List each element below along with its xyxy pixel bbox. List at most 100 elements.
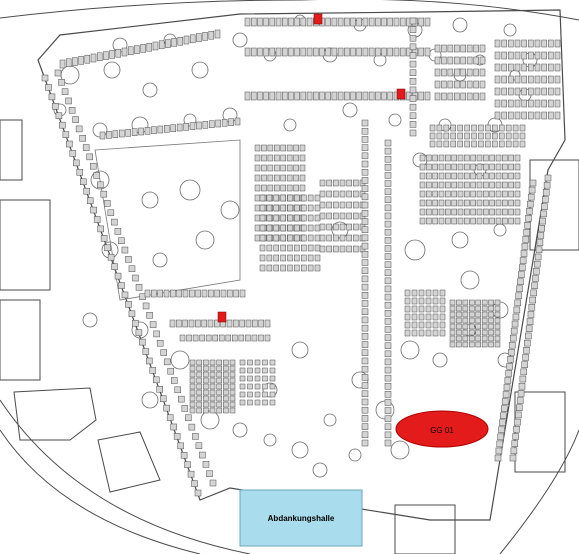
grave-plot bbox=[215, 119, 221, 128]
grave-plot bbox=[501, 87, 507, 96]
grave-plot bbox=[209, 395, 216, 402]
grave-plot bbox=[178, 395, 185, 403]
grave-plot bbox=[261, 144, 267, 152]
grave-plot bbox=[548, 87, 554, 96]
grave-plot bbox=[319, 234, 326, 242]
grave-plot bbox=[313, 47, 319, 57]
grave-plot bbox=[267, 164, 274, 172]
grave-plot bbox=[492, 124, 498, 132]
grave-plot bbox=[457, 181, 464, 189]
grave-field-gg01[interactable]: GG 01 bbox=[395, 410, 489, 448]
grave-plot bbox=[501, 405, 508, 412]
grave-plot bbox=[438, 181, 445, 189]
grave-plot bbox=[514, 208, 521, 216]
grave-plot bbox=[68, 107, 76, 114]
grave-plot bbox=[229, 365, 236, 372]
grave-plot bbox=[361, 234, 369, 242]
grave-plot bbox=[439, 297, 446, 305]
grave-plot bbox=[519, 375, 527, 383]
grave-plot bbox=[508, 87, 514, 96]
grave-plot bbox=[274, 154, 280, 162]
grave-plot bbox=[544, 174, 552, 182]
grave-plot bbox=[346, 223, 352, 231]
grave-plot bbox=[300, 47, 307, 57]
grave-plot bbox=[254, 399, 261, 406]
grave-plot bbox=[494, 299, 501, 306]
grave-plot bbox=[153, 376, 160, 384]
grave-plot bbox=[269, 47, 276, 57]
grave-plot bbox=[293, 184, 299, 192]
grave-plot bbox=[118, 282, 125, 289]
grave-plot bbox=[514, 163, 521, 171]
grave-plot bbox=[554, 51, 561, 60]
grave-plot bbox=[274, 144, 280, 152]
grave-plot bbox=[502, 181, 508, 189]
grave-plot bbox=[209, 359, 216, 366]
grave-plot bbox=[140, 44, 146, 53]
grave-plot bbox=[247, 359, 253, 366]
tree-symbol bbox=[400, 340, 420, 360]
grave-plot bbox=[90, 206, 97, 214]
grave-plot bbox=[368, 47, 375, 57]
grave-plot bbox=[214, 319, 220, 328]
grave-plot bbox=[516, 285, 523, 293]
grave-plot bbox=[79, 134, 86, 142]
grave-plot bbox=[481, 341, 488, 348]
tree-symbol bbox=[103, 61, 121, 79]
cemetery-boundary bbox=[37, 9, 566, 521]
grave-plot bbox=[205, 334, 212, 342]
grave-plot bbox=[384, 188, 392, 195]
grave-plot bbox=[501, 398, 509, 405]
grave-plot bbox=[361, 341, 369, 348]
grave-plot bbox=[142, 302, 150, 310]
grave-plot bbox=[514, 190, 521, 198]
grave-plot bbox=[512, 140, 519, 148]
grave-plot bbox=[520, 250, 528, 257]
grave-plot bbox=[498, 426, 505, 434]
grave-plot bbox=[361, 193, 369, 201]
grave-plot bbox=[475, 311, 481, 318]
grave-plot bbox=[344, 47, 350, 57]
grave-plot bbox=[107, 209, 115, 217]
neighbour-buildings bbox=[0, 119, 579, 554]
grave-plot bbox=[462, 341, 469, 348]
grave-plot bbox=[512, 313, 520, 321]
grave-plot bbox=[384, 415, 392, 422]
grave-plot bbox=[514, 299, 521, 307]
grave-plot bbox=[177, 36, 184, 46]
grave-plot bbox=[267, 184, 274, 192]
grave-plot bbox=[384, 318, 392, 325]
grave-plot bbox=[522, 354, 529, 361]
grave-plot bbox=[326, 201, 332, 209]
grave-plot bbox=[554, 39, 561, 48]
grave-plot bbox=[69, 150, 77, 157]
grave-plot bbox=[59, 59, 66, 69]
grave-plot bbox=[456, 335, 462, 342]
grave-plot bbox=[264, 334, 271, 342]
grave-plot bbox=[152, 41, 159, 51]
grave-plot bbox=[157, 289, 163, 298]
abdankungshalle[interactable]: Abdankungshalle bbox=[239, 489, 363, 547]
tree-symbol bbox=[432, 352, 448, 368]
grave-plot bbox=[314, 204, 321, 212]
grave-plot bbox=[229, 389, 236, 396]
grave-plot bbox=[306, 47, 313, 57]
grave-plot bbox=[534, 87, 541, 96]
grave-plot bbox=[501, 51, 507, 60]
grave-plot bbox=[426, 208, 432, 216]
grave-plot bbox=[254, 164, 261, 172]
grave-plot bbox=[263, 17, 269, 27]
grave-plot bbox=[183, 123, 189, 131]
grave-plot bbox=[114, 228, 122, 235]
grave-plot bbox=[189, 371, 196, 378]
grave-plot bbox=[471, 124, 477, 132]
grave-plot bbox=[454, 44, 460, 53]
grave-plot bbox=[223, 383, 229, 390]
grave-plot bbox=[209, 377, 216, 384]
grave-plot bbox=[485, 140, 491, 148]
grave-plot bbox=[432, 190, 438, 198]
grave-plot bbox=[548, 99, 554, 108]
grave-plot bbox=[306, 17, 313, 27]
grave-plot bbox=[470, 208, 476, 216]
grave-plot bbox=[502, 217, 508, 225]
